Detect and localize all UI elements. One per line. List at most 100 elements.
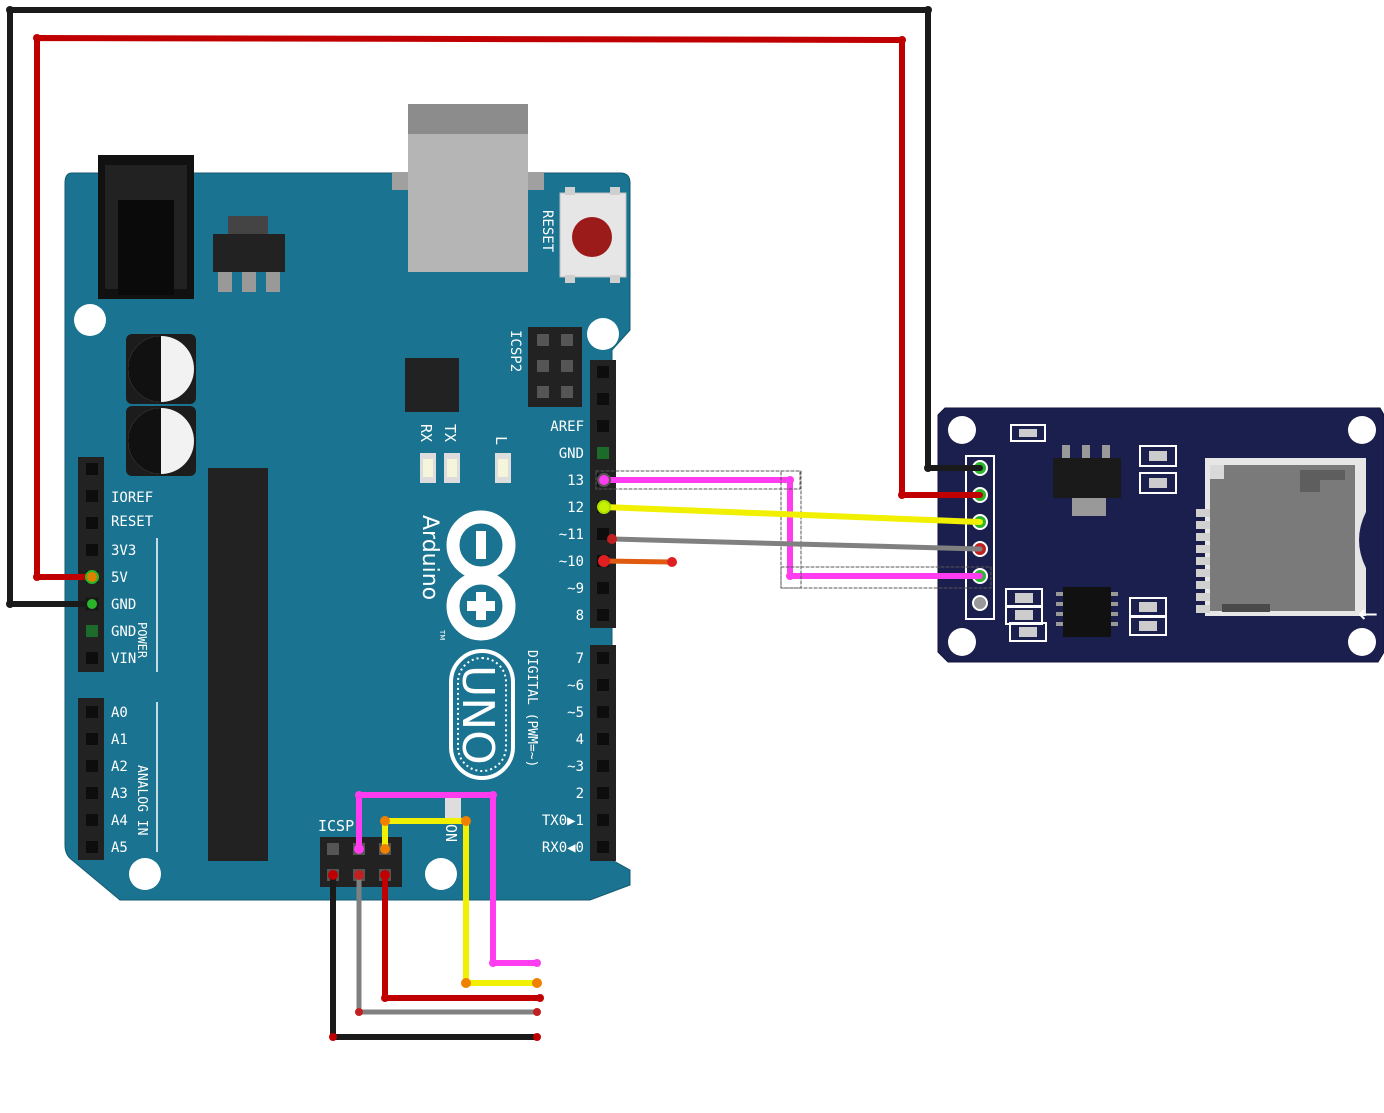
pin-label-8: 8 bbox=[576, 608, 584, 624]
digital-pin-socket[interactable] bbox=[597, 393, 609, 405]
pin-label-1: TX0▶1 bbox=[542, 813, 584, 829]
wire-endpoint bbox=[381, 994, 389, 1002]
wire-yellow-d12[interactable] bbox=[601, 504, 983, 525]
mounting-hole bbox=[425, 858, 457, 890]
pin-label-a3: A3 bbox=[111, 786, 128, 802]
mounting-hole bbox=[948, 628, 976, 656]
wire-endpoint bbox=[355, 791, 363, 799]
usb-serial-chip bbox=[405, 358, 459, 412]
wire-endpoint bbox=[532, 978, 542, 988]
wire-endpoint bbox=[461, 816, 471, 826]
connected-pins bbox=[85, 447, 617, 880]
pin-label-5v: 5V bbox=[111, 570, 128, 586]
digital-pin-socket[interactable] bbox=[597, 652, 609, 664]
digital-header-strip-low bbox=[590, 645, 616, 861]
wire-endpoint bbox=[924, 464, 932, 472]
digital-pin-socket[interactable] bbox=[597, 733, 609, 745]
digital-pin-socket[interactable] bbox=[597, 420, 609, 432]
analog-pin-socket[interactable] bbox=[86, 814, 98, 826]
pin-label-2: 2 bbox=[576, 786, 584, 802]
led-l bbox=[495, 453, 511, 483]
wire-endpoint bbox=[536, 994, 544, 1002]
pin-label-6: ~6 bbox=[567, 678, 584, 694]
icsp-pin-connected[interactable] bbox=[380, 844, 390, 854]
pin-label-10: ~10 bbox=[559, 554, 584, 570]
wire-endpoint bbox=[355, 1008, 363, 1016]
arduino-infinity-logo bbox=[446, 510, 516, 641]
analog-pin-socket[interactable] bbox=[86, 733, 98, 745]
smd-resistor bbox=[1139, 445, 1177, 467]
digital-pin-socket[interactable] bbox=[597, 760, 609, 772]
rx-label: RX bbox=[417, 424, 435, 442]
digital-pin-socket[interactable] bbox=[597, 582, 609, 594]
wire-gray-d11[interactable] bbox=[609, 536, 983, 552]
power-pin-socket[interactable] bbox=[86, 463, 98, 475]
sd-pin-cs[interactable] bbox=[972, 595, 988, 611]
power-pin-socket[interactable] bbox=[86, 490, 98, 502]
pin-label-vin: VIN bbox=[111, 651, 136, 667]
icsp-pin-connected[interactable] bbox=[354, 844, 364, 854]
power-pin-socket[interactable] bbox=[86, 517, 98, 529]
digital-pin-socket[interactable] bbox=[597, 841, 609, 853]
power-pin-socket[interactable] bbox=[86, 544, 98, 556]
mounting-hole bbox=[948, 416, 976, 444]
pin-label-gnd: GND bbox=[111, 597, 136, 613]
on-label: ON bbox=[442, 824, 460, 842]
wire-endpoint bbox=[898, 36, 906, 44]
sd-slot-contacts bbox=[1196, 509, 1210, 613]
wire-orange-d10[interactable] bbox=[601, 558, 675, 565]
led-rx bbox=[420, 453, 436, 483]
analog-pin-socket[interactable] bbox=[86, 841, 98, 853]
atmega328-chip bbox=[208, 468, 268, 861]
icsp-pin-connected[interactable] bbox=[328, 870, 338, 880]
pin-label-a5: A5 bbox=[111, 840, 128, 856]
icsp-pin-connected[interactable] bbox=[380, 870, 390, 880]
pin-label-a2: A2 bbox=[111, 759, 128, 775]
wire-magenta-d13[interactable] bbox=[601, 477, 983, 579]
wire-endpoint bbox=[33, 34, 41, 42]
reset-button[interactable] bbox=[559, 187, 627, 283]
level-shifter-ic bbox=[1056, 587, 1118, 637]
led-tx bbox=[444, 453, 460, 483]
analog-pin-socket[interactable] bbox=[86, 760, 98, 772]
pin-label-9: ~9 bbox=[567, 581, 584, 597]
pin-gnd-connected[interactable] bbox=[85, 597, 99, 611]
pin-label-7: 7 bbox=[576, 651, 584, 667]
pin-11-connected[interactable] bbox=[607, 534, 617, 544]
pin-label-ioref: IOREF bbox=[111, 490, 153, 506]
analog-pin-socket[interactable] bbox=[86, 787, 98, 799]
digital-pin-socket[interactable] bbox=[597, 679, 609, 691]
pin-12-connected[interactable] bbox=[597, 500, 611, 514]
sd-insert-arrow-icon: ← bbox=[1358, 600, 1378, 628]
digital-pin-socket[interactable] bbox=[597, 814, 609, 826]
digital-section-label: DIGITAL (PWM=~) bbox=[524, 650, 539, 767]
wire-black-gnd[interactable] bbox=[7, 7, 983, 607]
analog-pin-socket[interactable] bbox=[86, 706, 98, 718]
icsp-pin-connected[interactable] bbox=[354, 870, 364, 880]
wire-endpoint bbox=[6, 6, 14, 14]
digital-pin-socket[interactable] bbox=[597, 528, 609, 540]
digital-pin-socket[interactable] bbox=[597, 366, 609, 378]
power-pin-labels: IOREF RESET 3V3 5V GND GND VIN bbox=[111, 490, 154, 667]
digital-pin-socket[interactable] bbox=[597, 609, 609, 621]
wire-red-5v[interactable] bbox=[34, 35, 983, 580]
pin-13-connected[interactable] bbox=[597, 473, 611, 487]
wire-endpoint bbox=[6, 600, 14, 608]
wire-endpoint bbox=[533, 1008, 541, 1016]
pin-label-gnd: GND bbox=[111, 624, 136, 640]
arduino-uno-board: RESET RX TX L bbox=[64, 104, 631, 901]
digital-pin-socket[interactable] bbox=[597, 787, 609, 799]
pin-gnd2-marker bbox=[86, 625, 98, 637]
tx-label: TX bbox=[441, 424, 459, 442]
wire-endpoint bbox=[533, 1033, 541, 1041]
power-pin-socket[interactable] bbox=[86, 652, 98, 664]
digital-pin-socket[interactable] bbox=[597, 706, 609, 718]
sd-module-header bbox=[965, 455, 995, 620]
reset-label: RESET bbox=[539, 210, 555, 253]
mounting-hole bbox=[1348, 628, 1376, 656]
icsp-label: ICSP bbox=[318, 817, 354, 835]
pin-10-connected[interactable] bbox=[598, 555, 610, 567]
pin-5v-connected[interactable] bbox=[85, 570, 99, 584]
voltage-regulator bbox=[213, 216, 285, 292]
wire-endpoint bbox=[533, 959, 541, 967]
